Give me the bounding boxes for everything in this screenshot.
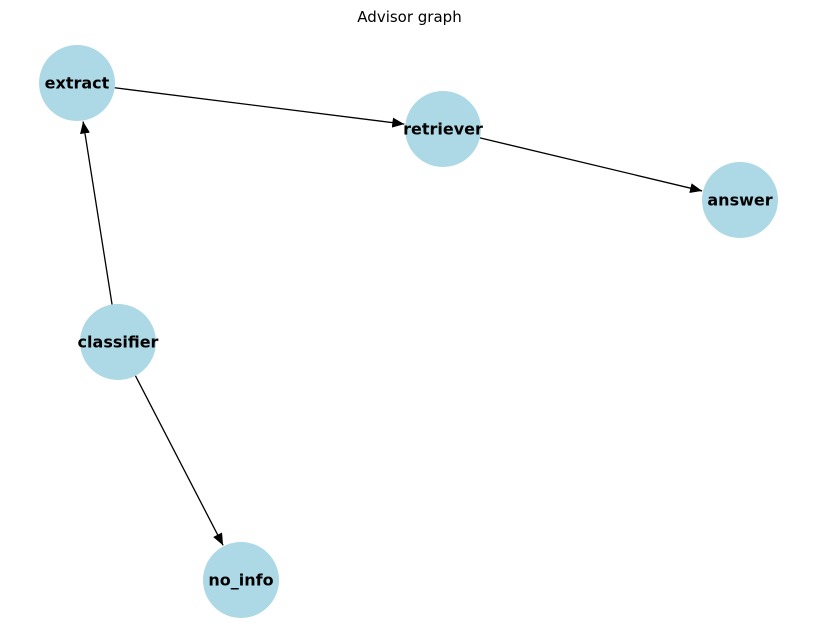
graph-node-answer <box>702 162 778 238</box>
graph-edge-classifier-no_info <box>134 375 224 546</box>
graph-node-label-classifier: classifier <box>78 333 159 352</box>
graph-node-label-answer: answer <box>707 191 772 210</box>
graph-node-label-extract: extract <box>45 74 110 93</box>
graph-node-retriever <box>405 91 481 167</box>
graph-edge-classifier-extract <box>80 121 113 305</box>
graph-edge-retriever-answer <box>479 137 703 194</box>
graph-node-classifier <box>80 304 156 380</box>
graph-node-extract <box>39 45 115 121</box>
graph-node-no_info <box>203 542 279 618</box>
graph-node-label-retriever: retriever <box>403 120 483 139</box>
graph-node-label-no_info: no_info <box>208 571 273 590</box>
graph-edge-extract-retriever <box>114 87 405 128</box>
